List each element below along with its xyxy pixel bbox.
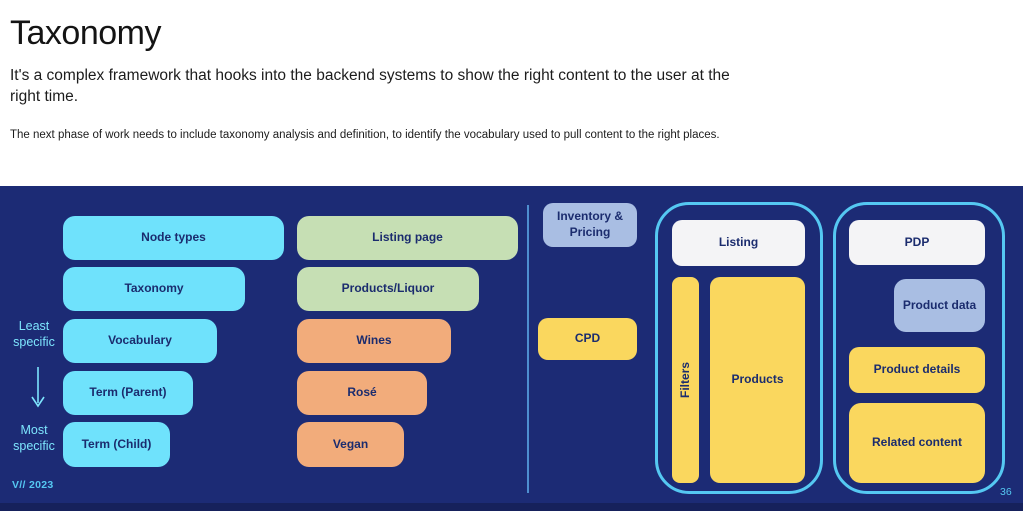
listing-title-box: Listing — [672, 220, 805, 266]
node-box-term-parent: Term (Parent) — [63, 371, 193, 415]
page-box-rose: Rosé — [297, 371, 427, 415]
note-text: The next phase of work needs to include … — [10, 129, 720, 141]
products-box: Products — [710, 277, 805, 483]
product-data-box: Product data — [894, 279, 985, 332]
page-box-vegan: Vegan — [297, 422, 404, 467]
page-number: 36 — [1000, 486, 1012, 498]
pdp-title-box: PDP — [849, 220, 985, 265]
filters-label: Filters — [677, 361, 692, 398]
divider-line — [527, 205, 529, 493]
least-specific-label: Least specific — [13, 319, 55, 350]
node-box-taxonomy: Taxonomy — [63, 267, 245, 311]
brand-mark: V// 2023 — [12, 479, 54, 491]
page-box-listing-page: Listing page — [297, 216, 518, 260]
related-content-box: Related content — [849, 403, 985, 483]
filters-box: Filters — [672, 277, 699, 483]
listing-panel-outline: Listing Filters Products — [655, 202, 823, 494]
cpd-box: CPD — [538, 318, 637, 360]
diagram-canvas: Least specific Most specific Node types … — [0, 186, 1023, 511]
node-box-vocabulary: Vocabulary — [63, 319, 217, 363]
down-arrow-icon — [31, 367, 45, 408]
most-specific-label: Most specific — [13, 423, 55, 454]
product-details-box: Product details — [849, 347, 985, 393]
node-box-node-types: Node types — [63, 216, 284, 260]
page-box-products-liquor: Products/Liquor — [297, 267, 479, 311]
page-box-wines: Wines — [297, 319, 451, 363]
node-box-term-child: Term (Child) — [63, 422, 170, 467]
subtitle: It's a complex framework that hooks into… — [10, 67, 730, 105]
inventory-pricing-box: Inventory & Pricing — [543, 203, 637, 247]
pdp-panel-outline: PDP Product data Product details Related… — [833, 202, 1005, 494]
page-title: Taxonomy — [10, 14, 161, 52]
bottom-strip — [0, 503, 1023, 511]
